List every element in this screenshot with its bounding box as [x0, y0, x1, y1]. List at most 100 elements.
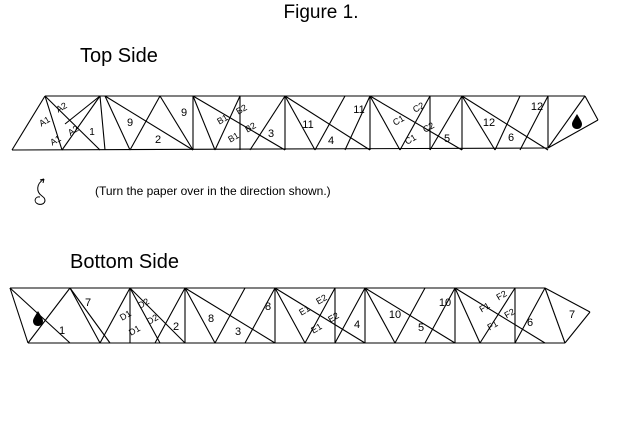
bottom-strip-lines [9, 287, 591, 344]
top-triangle-label: 12 [531, 101, 543, 113]
bottom-fold-line [334, 287, 366, 344]
bottom-triangle-label: 8 [208, 313, 214, 325]
top-fold-line [11, 95, 46, 151]
top-fold-line [99, 95, 106, 151]
top-fold-line [399, 95, 431, 151]
bottom-fold-line [274, 287, 306, 344]
top-fold-line [104, 95, 131, 151]
bottom-triangle-label: 5 [418, 322, 424, 334]
top-triangle-label: 3 [268, 128, 274, 140]
top-fold-line [192, 95, 286, 151]
top-fold-line [129, 95, 161, 151]
bottom-triangle-label: 8 [265, 301, 271, 313]
top-triangle-label: B1 [226, 130, 241, 144]
bottom-fold-line [99, 287, 131, 344]
bottom-fold-line [184, 287, 216, 344]
bottom-fold-line [129, 287, 186, 344]
bottom-triangle-label: D2 [136, 296, 151, 310]
bottom-fold-line [27, 287, 71, 344]
top-fold-line [249, 95, 286, 151]
bottom-fold-line [544, 287, 566, 344]
top-fold-line [369, 95, 401, 151]
top-triangle-label: B2 [243, 120, 258, 134]
bottom-fold-line [129, 287, 161, 344]
bottom-triangle-label: D2 [145, 312, 160, 326]
bottom-triangle-label: 7 [569, 309, 575, 321]
top-fold-line [429, 95, 463, 151]
top-fold-line [192, 95, 216, 151]
top-fold-line [461, 95, 549, 151]
bottom-fold-line [69, 287, 101, 344]
bottom-triangle-label: E1 [309, 321, 324, 335]
top-triangle-label: 6 [508, 132, 514, 144]
top-fold-line [461, 95, 496, 151]
top-fold-line [284, 95, 316, 151]
turn-instruction: (Turn the paper over in the direction sh… [95, 184, 331, 198]
bottom-triangle-label: F1 [485, 318, 499, 332]
top-triangle-label: C1 [403, 132, 418, 146]
bottom-triangle-label: F2 [494, 288, 508, 302]
top-fold-line [44, 95, 63, 151]
top-fold-line [344, 95, 371, 151]
top-strip-lines [11, 95, 599, 151]
top-fold-line [494, 95, 521, 151]
bottom-triangle-label: F2 [502, 306, 516, 320]
bottom-fold-line [214, 287, 246, 344]
bottom-triangle-label: 4 [354, 319, 360, 331]
drop-icon [33, 311, 43, 326]
bottom-triangle-label: 6 [527, 317, 533, 329]
top-triangle-label: 2 [155, 134, 161, 146]
top-triangle-label: 5 [444, 133, 450, 145]
top-triangle-label: 1 [89, 127, 95, 138]
drop-icon [572, 114, 582, 129]
bottom-triangle-label: 1 [59, 325, 65, 337]
top-triangle-label: A1 [37, 114, 52, 128]
top-triangle-label: 11 [353, 104, 364, 116]
top-fold-line [214, 95, 241, 151]
bottom-triangle-label: E2 [326, 310, 341, 324]
bottom-fold-line [304, 287, 336, 344]
top-fold-line [104, 95, 194, 151]
top-triangle-label: A2 [54, 100, 69, 114]
top-fold-line [61, 95, 101, 151]
top-fold-line [584, 95, 599, 121]
top-fold-line [284, 95, 371, 151]
top-fold-line [64, 95, 101, 125]
bottom-triangle-label: E1 [297, 303, 312, 317]
bottom-fold-line [514, 287, 546, 344]
top-triangle-label: C2 [421, 120, 436, 134]
bottom-triangle-label: 3 [235, 326, 241, 338]
top-triangle-label: C1 [391, 113, 406, 127]
bottom-triangle-label: D1 [118, 308, 133, 322]
top-fold-line [547, 95, 586, 149]
bottom-fold-line [69, 287, 111, 344]
bottom-fold-line [424, 287, 456, 344]
top-triangle-label: A1 [48, 133, 63, 147]
bottom-triangle-label: 2 [173, 321, 179, 333]
top-triangle-label: 12 [483, 117, 495, 129]
top-triangle-label: 9 [127, 117, 133, 129]
top-fold-line [314, 95, 346, 151]
bottom-fold-line [479, 287, 516, 344]
bottom-triangle-label: E2 [314, 292, 329, 306]
top-fold-line [44, 95, 101, 151]
figure-title: Figure 1. [283, 2, 359, 23]
top-triangle-label: C2 [411, 100, 426, 114]
bottom-fold-line [454, 287, 481, 344]
top-fold-line [369, 95, 463, 151]
bottom-triangle-label: 7 [85, 297, 91, 309]
bottom-fold-line [564, 311, 591, 344]
bottom-fold-line [544, 287, 591, 313]
top-side-heading: Top Side [80, 45, 158, 67]
bottom-triangle-label: D1 [127, 323, 142, 337]
bottom-fold-line [9, 287, 29, 344]
bottom-fold-line [244, 287, 276, 344]
bottom-triangle-label: F1 [477, 300, 491, 314]
turn-over-arrow-icon [34, 178, 46, 205]
top-triangle-label: B2 [234, 102, 249, 116]
bottom-triangle-label: 10 [389, 309, 401, 321]
